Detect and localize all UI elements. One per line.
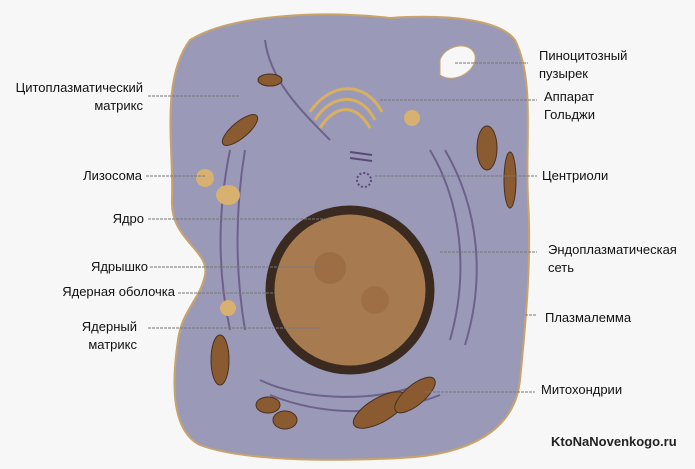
label-line: сеть bbox=[548, 260, 575, 275]
label-nuclear-matrix: Ядерный матрикс bbox=[82, 318, 137, 354]
label-plasmalemma: Плазмалемма bbox=[545, 310, 632, 325]
label-pinocytic-vesicle: Пиноцитозный пузырек bbox=[539, 47, 627, 83]
label-line: пузырек bbox=[539, 66, 588, 81]
nucleus bbox=[265, 205, 435, 375]
label-nuclear-envelope: Ядерная оболочка bbox=[62, 284, 175, 299]
label-line: Эндоплазматическая bbox=[548, 242, 677, 257]
label-line: Цитоплазматический bbox=[15, 80, 143, 95]
leader-lines bbox=[146, 62, 537, 393]
label-er: Эндоплазматическая сеть bbox=[548, 241, 677, 277]
lysosomes bbox=[196, 110, 420, 316]
label-mitochondria: Митохондрии bbox=[541, 382, 623, 397]
label-lysosome: Лизосома bbox=[83, 168, 142, 183]
nucleolus bbox=[314, 252, 346, 284]
label-line: Гольджи bbox=[544, 107, 596, 122]
label-line: матрикс bbox=[88, 337, 137, 352]
pinocytic-vesicle bbox=[439, 45, 476, 79]
label-nucleus: Ядро bbox=[112, 211, 144, 226]
mitochondria bbox=[210, 73, 517, 430]
label-cytoplasmic-matrix: Цитоплазматический матрикс bbox=[16, 79, 143, 115]
label-nucleolus: Ядрышко bbox=[90, 259, 148, 274]
label-line: Ядерный bbox=[81, 319, 137, 334]
watermark: KtoNaNovenkogo.ru bbox=[551, 434, 677, 449]
label-line: Пиноцитозный bbox=[539, 48, 628, 63]
golgi-apparatus bbox=[308, 87, 384, 129]
label-line: Аппарат bbox=[544, 89, 595, 104]
label-line: матрикс bbox=[94, 98, 143, 113]
centrioles bbox=[349, 151, 373, 188]
label-centrioles: Центриоли bbox=[542, 168, 609, 183]
